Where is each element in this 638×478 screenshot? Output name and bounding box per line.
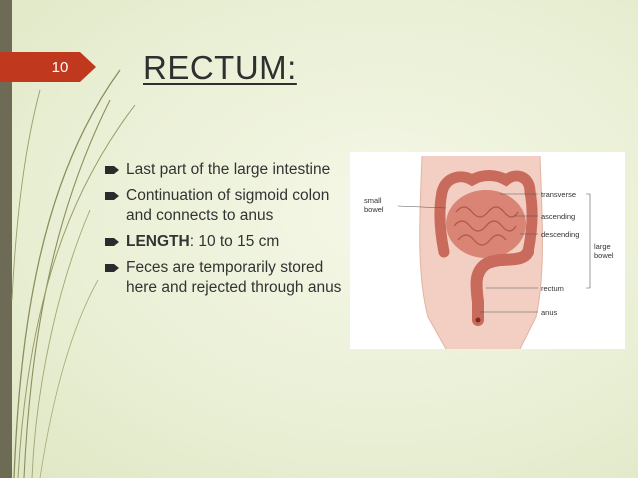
bullet-text: Feces are temporarily stored here and re…	[126, 259, 342, 296]
label-rectum: rectum	[541, 284, 564, 293]
intestine-illustration	[397, 155, 591, 349]
label-small-bowel: small bowel	[364, 196, 384, 214]
label-anus: anus	[541, 308, 558, 317]
bullet-item: Continuation of sigmoid colon and connec…	[105, 186, 345, 226]
label-transverse: transverse	[541, 190, 577, 199]
arrow-bullet-icon	[105, 166, 119, 174]
decorative-stems	[11, 69, 136, 478]
slide-number: 10	[51, 59, 69, 76]
label-large-bowel: large bowel	[594, 242, 614, 260]
bullet-list: Last part of the large intestine Continu…	[105, 160, 345, 304]
arrow-bullet-icon	[105, 264, 119, 272]
label-descending: descending	[541, 230, 580, 239]
bullet-item: Feces are temporarily stored here and re…	[105, 258, 345, 298]
arrow-bullet-icon	[105, 192, 119, 200]
bullet-item: LENGTH: 10 to 15 cm	[105, 232, 345, 252]
bullet-bold-term: LENGTH	[126, 233, 190, 250]
bullet-text: Continuation of sigmoid colon and connec…	[126, 187, 330, 224]
intestine-diagram: small bowel transverse ascending descend…	[350, 152, 625, 349]
bullet-text: Last part of the large intestine	[126, 161, 331, 178]
label-ascending: ascending	[541, 212, 576, 221]
slide-number-tab	[0, 52, 96, 82]
left-accent-bar	[0, 0, 12, 478]
slide-title: RECTUM:	[143, 49, 297, 86]
arrow-bullet-icon	[105, 238, 119, 246]
bullet-item: Last part of the large intestine	[105, 160, 345, 180]
bullet-text: : 10 to 15 cm	[189, 233, 280, 250]
